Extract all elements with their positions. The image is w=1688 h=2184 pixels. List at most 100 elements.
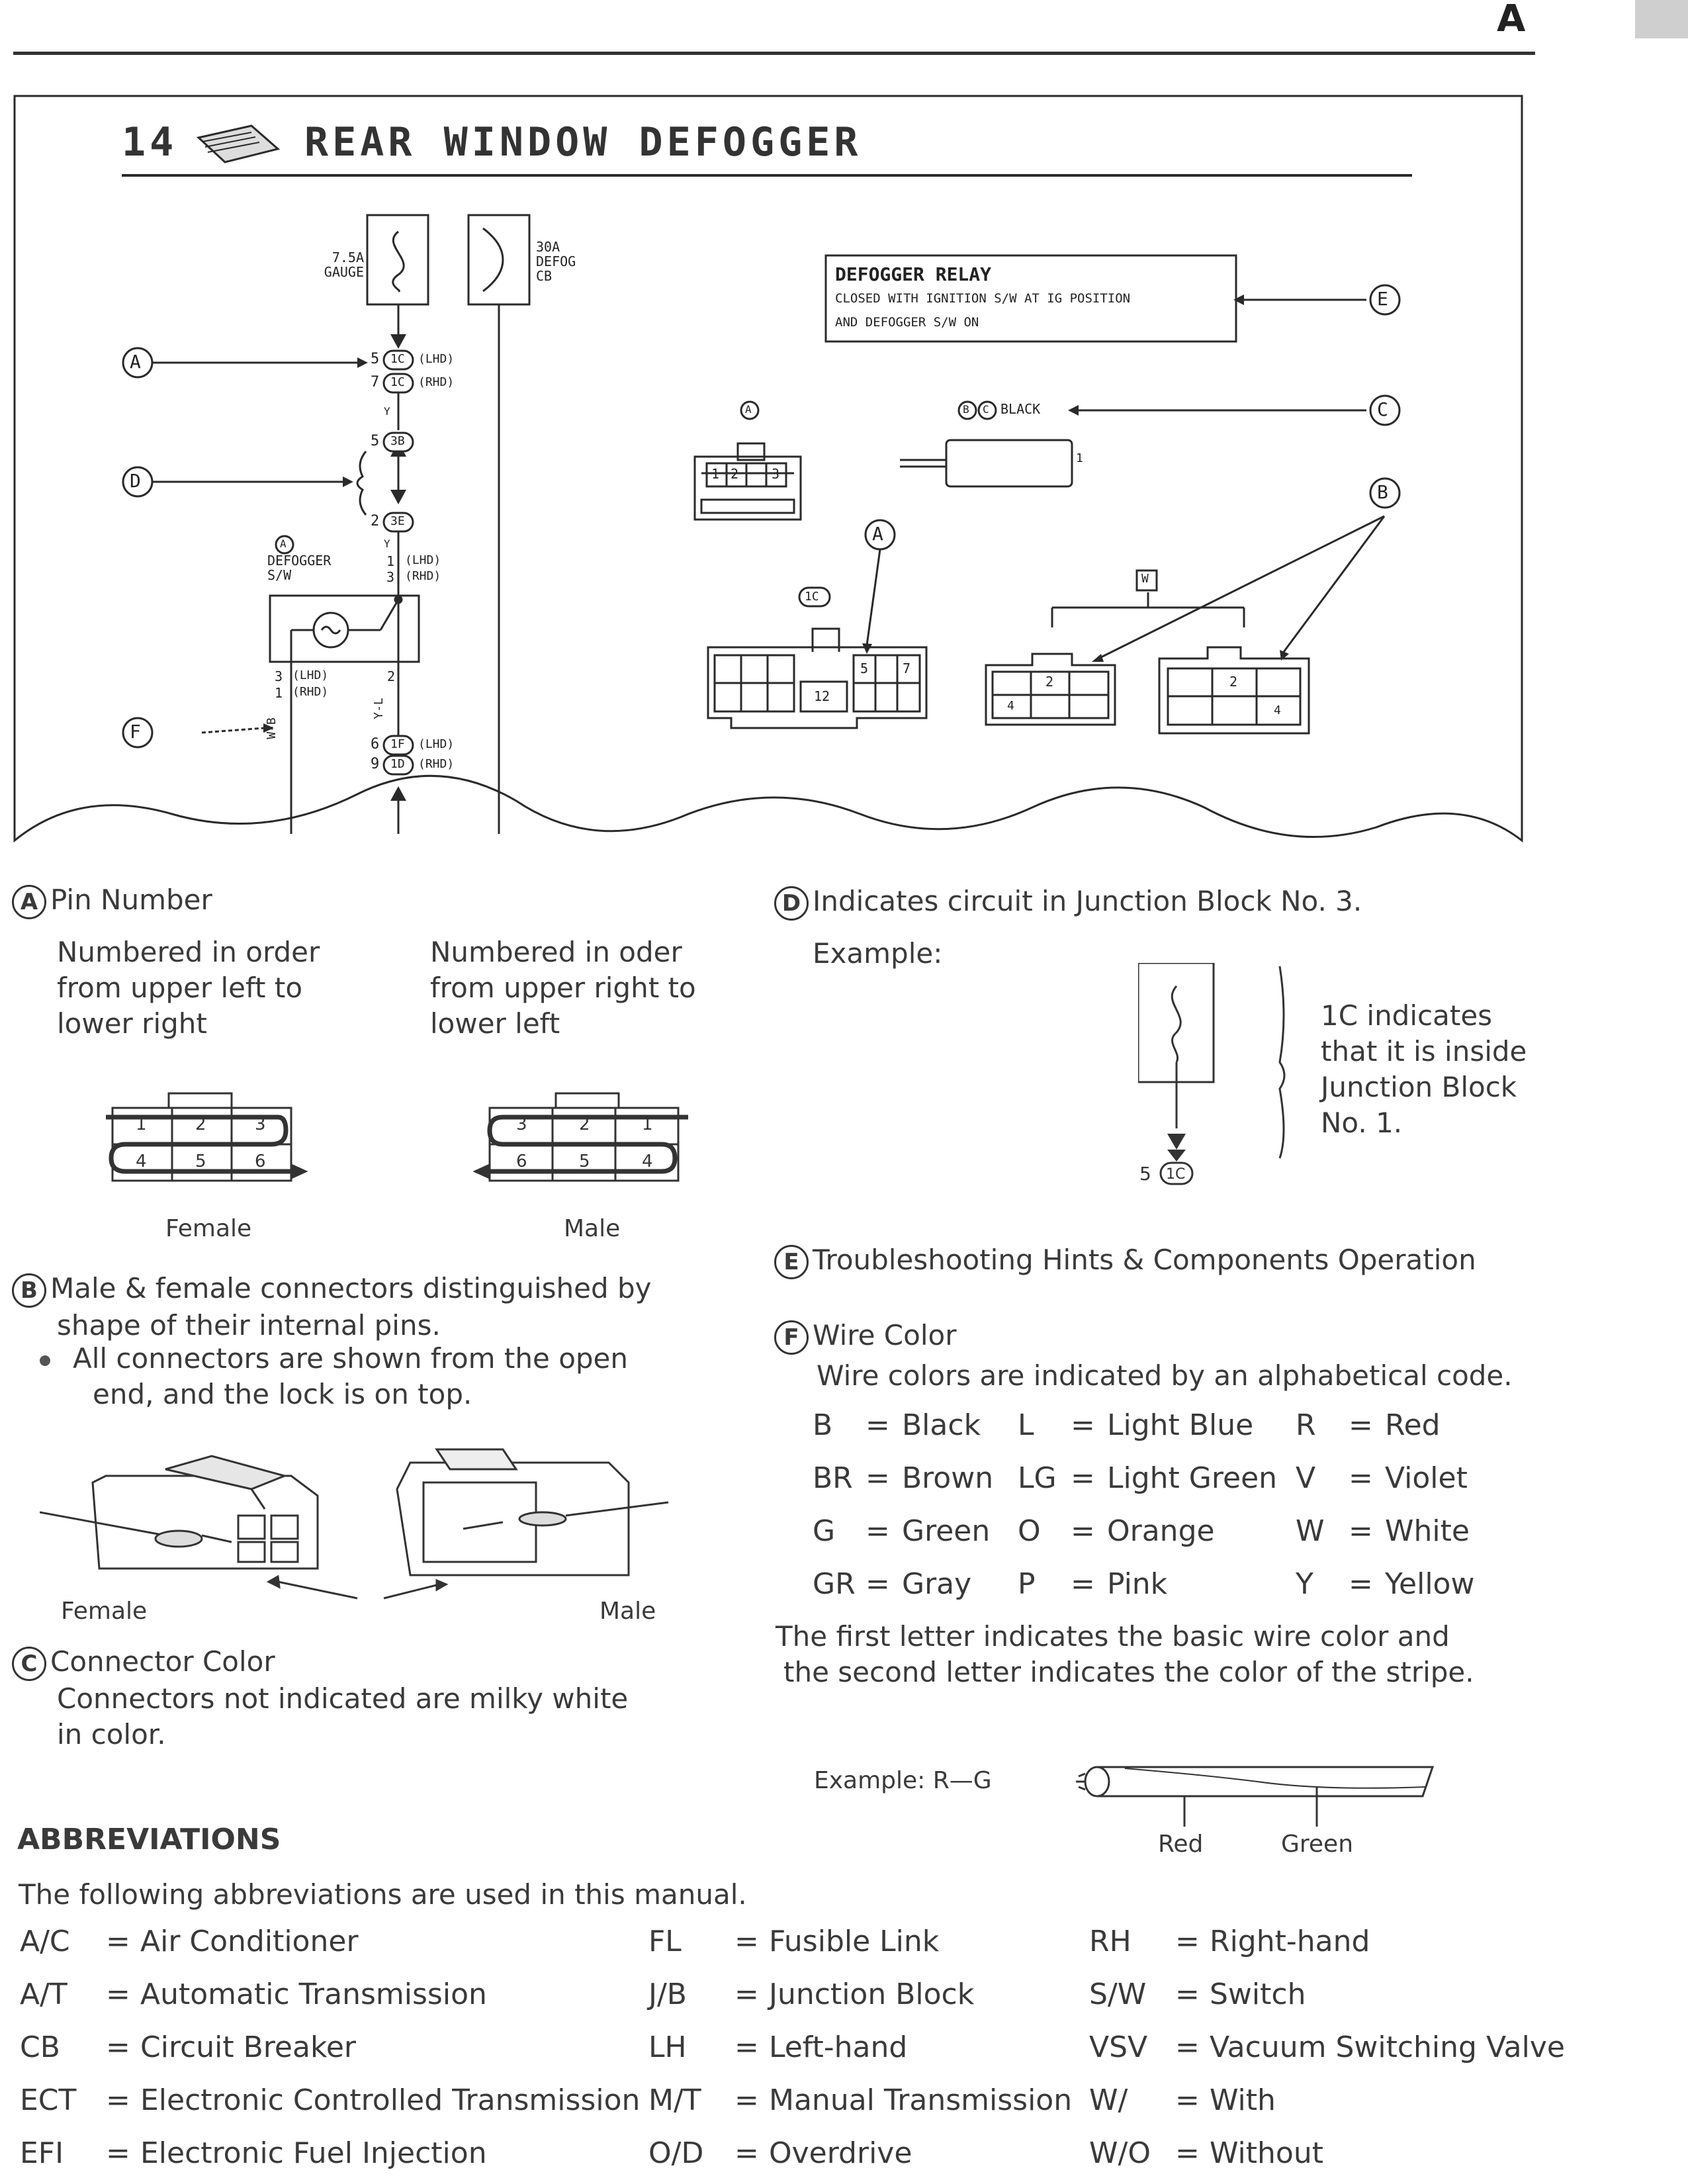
callout-f-letter: F — [130, 721, 141, 743]
text-line: end, and the lock is on top. — [93, 1378, 472, 1410]
abbr-jb: J/B=Junction Block — [648, 1978, 974, 2011]
b-male-caption: Male — [600, 1598, 656, 1625]
male-pin-1: 1 — [642, 1115, 653, 1134]
abbr-code: EFI — [20, 2136, 64, 2170]
relay-title: DEFOGGER RELAY — [835, 263, 992, 285]
pin-order-diagrams — [106, 1092, 688, 1182]
abbr-meaning: Junction Block — [769, 1978, 975, 2011]
eq: = — [106, 2136, 130, 2170]
connector-a-callout-letter: A — [872, 523, 883, 545]
eq: = — [106, 2083, 130, 2117]
text-line: lower right — [57, 1007, 207, 1040]
conn-a-mini-letter: A — [745, 403, 752, 416]
letter-c: C — [12, 1646, 46, 1681]
callout-b-letter: B — [1377, 481, 1388, 503]
connector-illustration — [40, 1448, 669, 1600]
relay-line-2: AND DEFOGGER S/W ON — [835, 315, 979, 330]
abbr-wo: W/O=Without — [1089, 2136, 1323, 2170]
abbr-ect: ECT=Electronic Controlled Transmission — [20, 2083, 640, 2117]
cb-name: DEFOG — [536, 253, 576, 269]
color-o: O=Orange — [1018, 1514, 1215, 1548]
abbr-rh: RH=Right-hand — [1089, 1925, 1370, 1958]
abbr-od: O/D=Overdrive — [648, 2136, 912, 2170]
female-pin-6: 6 — [255, 1152, 266, 1171]
section-d-note: 1C indicates that it is inside Junction … — [1321, 998, 1527, 1141]
color-name: Red — [1385, 1408, 1441, 1442]
text-line: Connectors not indicated are milky white — [57, 1682, 629, 1715]
wiring-diagram — [13, 95, 1523, 843]
sw-pin-3b: 3 — [275, 668, 283, 684]
wire-wb: W-B — [264, 717, 279, 739]
sw-pin-3: 3 — [386, 569, 395, 585]
page-tag — [1635, 0, 1688, 38]
color-name: Green — [902, 1514, 991, 1548]
wire-example-label: Example: R—G — [814, 1767, 992, 1794]
abbr-sw: S/W=Switch — [1089, 1978, 1306, 2011]
section-a-title: Pin Number — [50, 884, 212, 916]
wire-yl: Y-L — [371, 698, 386, 719]
section-c-title: Connector Color — [50, 1645, 275, 1678]
switch-label: DEFOGGER S/W — [267, 553, 331, 582]
conn-a-pin-2: 2 — [731, 466, 739, 482]
code: B — [813, 1408, 833, 1442]
eq: = — [1175, 1978, 1200, 2011]
text-line: The first letter indicates the basic wir… — [776, 1620, 1450, 1653]
plug-pin: 1 — [1076, 451, 1083, 465]
abbr-meaning: Vacuum Switching Valve — [1210, 2030, 1565, 2064]
abbr-code: A/C — [20, 1925, 70, 1958]
callout-c-letter: C — [1377, 398, 1388, 420]
abbreviations-intro: The following abbreviations are used in … — [19, 1878, 747, 1911]
conn-w-right-pin-4: 4 — [1274, 704, 1281, 717]
relay-line-1: CLOSED WITH IGNITION S/W AT IG POSITION — [835, 291, 1131, 306]
abbr-meaning: Fusible Link — [769, 1925, 940, 1958]
pin-5-3b: 5 — [371, 433, 380, 449]
rhd-label-1: (RHD) — [418, 375, 455, 389]
male-pin-6: 6 — [516, 1152, 527, 1171]
sw-pin-1: 1 — [386, 553, 395, 569]
abbr-code: M/T — [648, 2083, 701, 2117]
sw-rhd-2: (RHD) — [292, 685, 329, 699]
color-name: Light Green — [1107, 1461, 1278, 1495]
abbr-vsv: VSV=Vacuum Switching Valve — [1089, 2030, 1565, 2064]
page-tag-letter: A — [1497, 0, 1526, 40]
sw-pin-2: 2 — [387, 668, 396, 684]
lhd-label-1: (LHD) — [418, 352, 455, 366]
fuse-gauge-label: 7.5A GAUGE — [311, 250, 364, 279]
text-line: in color. — [57, 1717, 166, 1751]
male-pin-3: 3 — [516, 1115, 527, 1134]
eq: = — [1175, 1925, 1200, 1958]
b-female-caption: Female — [61, 1598, 148, 1625]
wire-y-2: Y — [384, 537, 390, 550]
abbr-at: A/T=Automatic Transmission — [20, 1978, 487, 2011]
jb-1f: 1F — [390, 737, 405, 751]
wire-color-intro: Wire colors are indicated by an alphabet… — [817, 1359, 1513, 1392]
color-r: R = Red — [1296, 1408, 1441, 1442]
wire-red-label: Red — [1158, 1831, 1204, 1858]
abbr-meaning: With — [1210, 2083, 1276, 2117]
conn-1c-pin-12: 12 — [814, 688, 830, 704]
code: BR — [813, 1461, 853, 1495]
abbr-cb: CB=Circuit Breaker — [20, 2030, 356, 2064]
color-lg: LG=Light Green — [1018, 1461, 1277, 1495]
conn-w-left-pin-4: 4 — [1007, 699, 1014, 713]
abbr-code: W/ — [1089, 2083, 1128, 2117]
conn-a-pin-3: 3 — [772, 466, 780, 482]
switch-name: DEFOGGER — [267, 553, 332, 569]
conn-w-right-pin-2: 2 — [1229, 674, 1238, 690]
w-label: W — [1141, 572, 1149, 586]
male-pin-5: 5 — [579, 1152, 590, 1171]
code: L — [1018, 1408, 1034, 1442]
switch-type: S/W — [267, 567, 292, 583]
text-line: Junction Block — [1321, 1071, 1517, 1103]
jb-1c-lhd: 1C — [390, 352, 405, 366]
text-line: All connectors are shown from the open — [73, 1342, 629, 1375]
fuse-name: GAUGE — [324, 264, 364, 280]
male-caption: Male — [564, 1215, 621, 1242]
eq: = — [1071, 1514, 1095, 1548]
eq: = — [1349, 1408, 1373, 1442]
code: R — [1296, 1408, 1316, 1442]
male-pin-4: 4 — [642, 1152, 653, 1171]
